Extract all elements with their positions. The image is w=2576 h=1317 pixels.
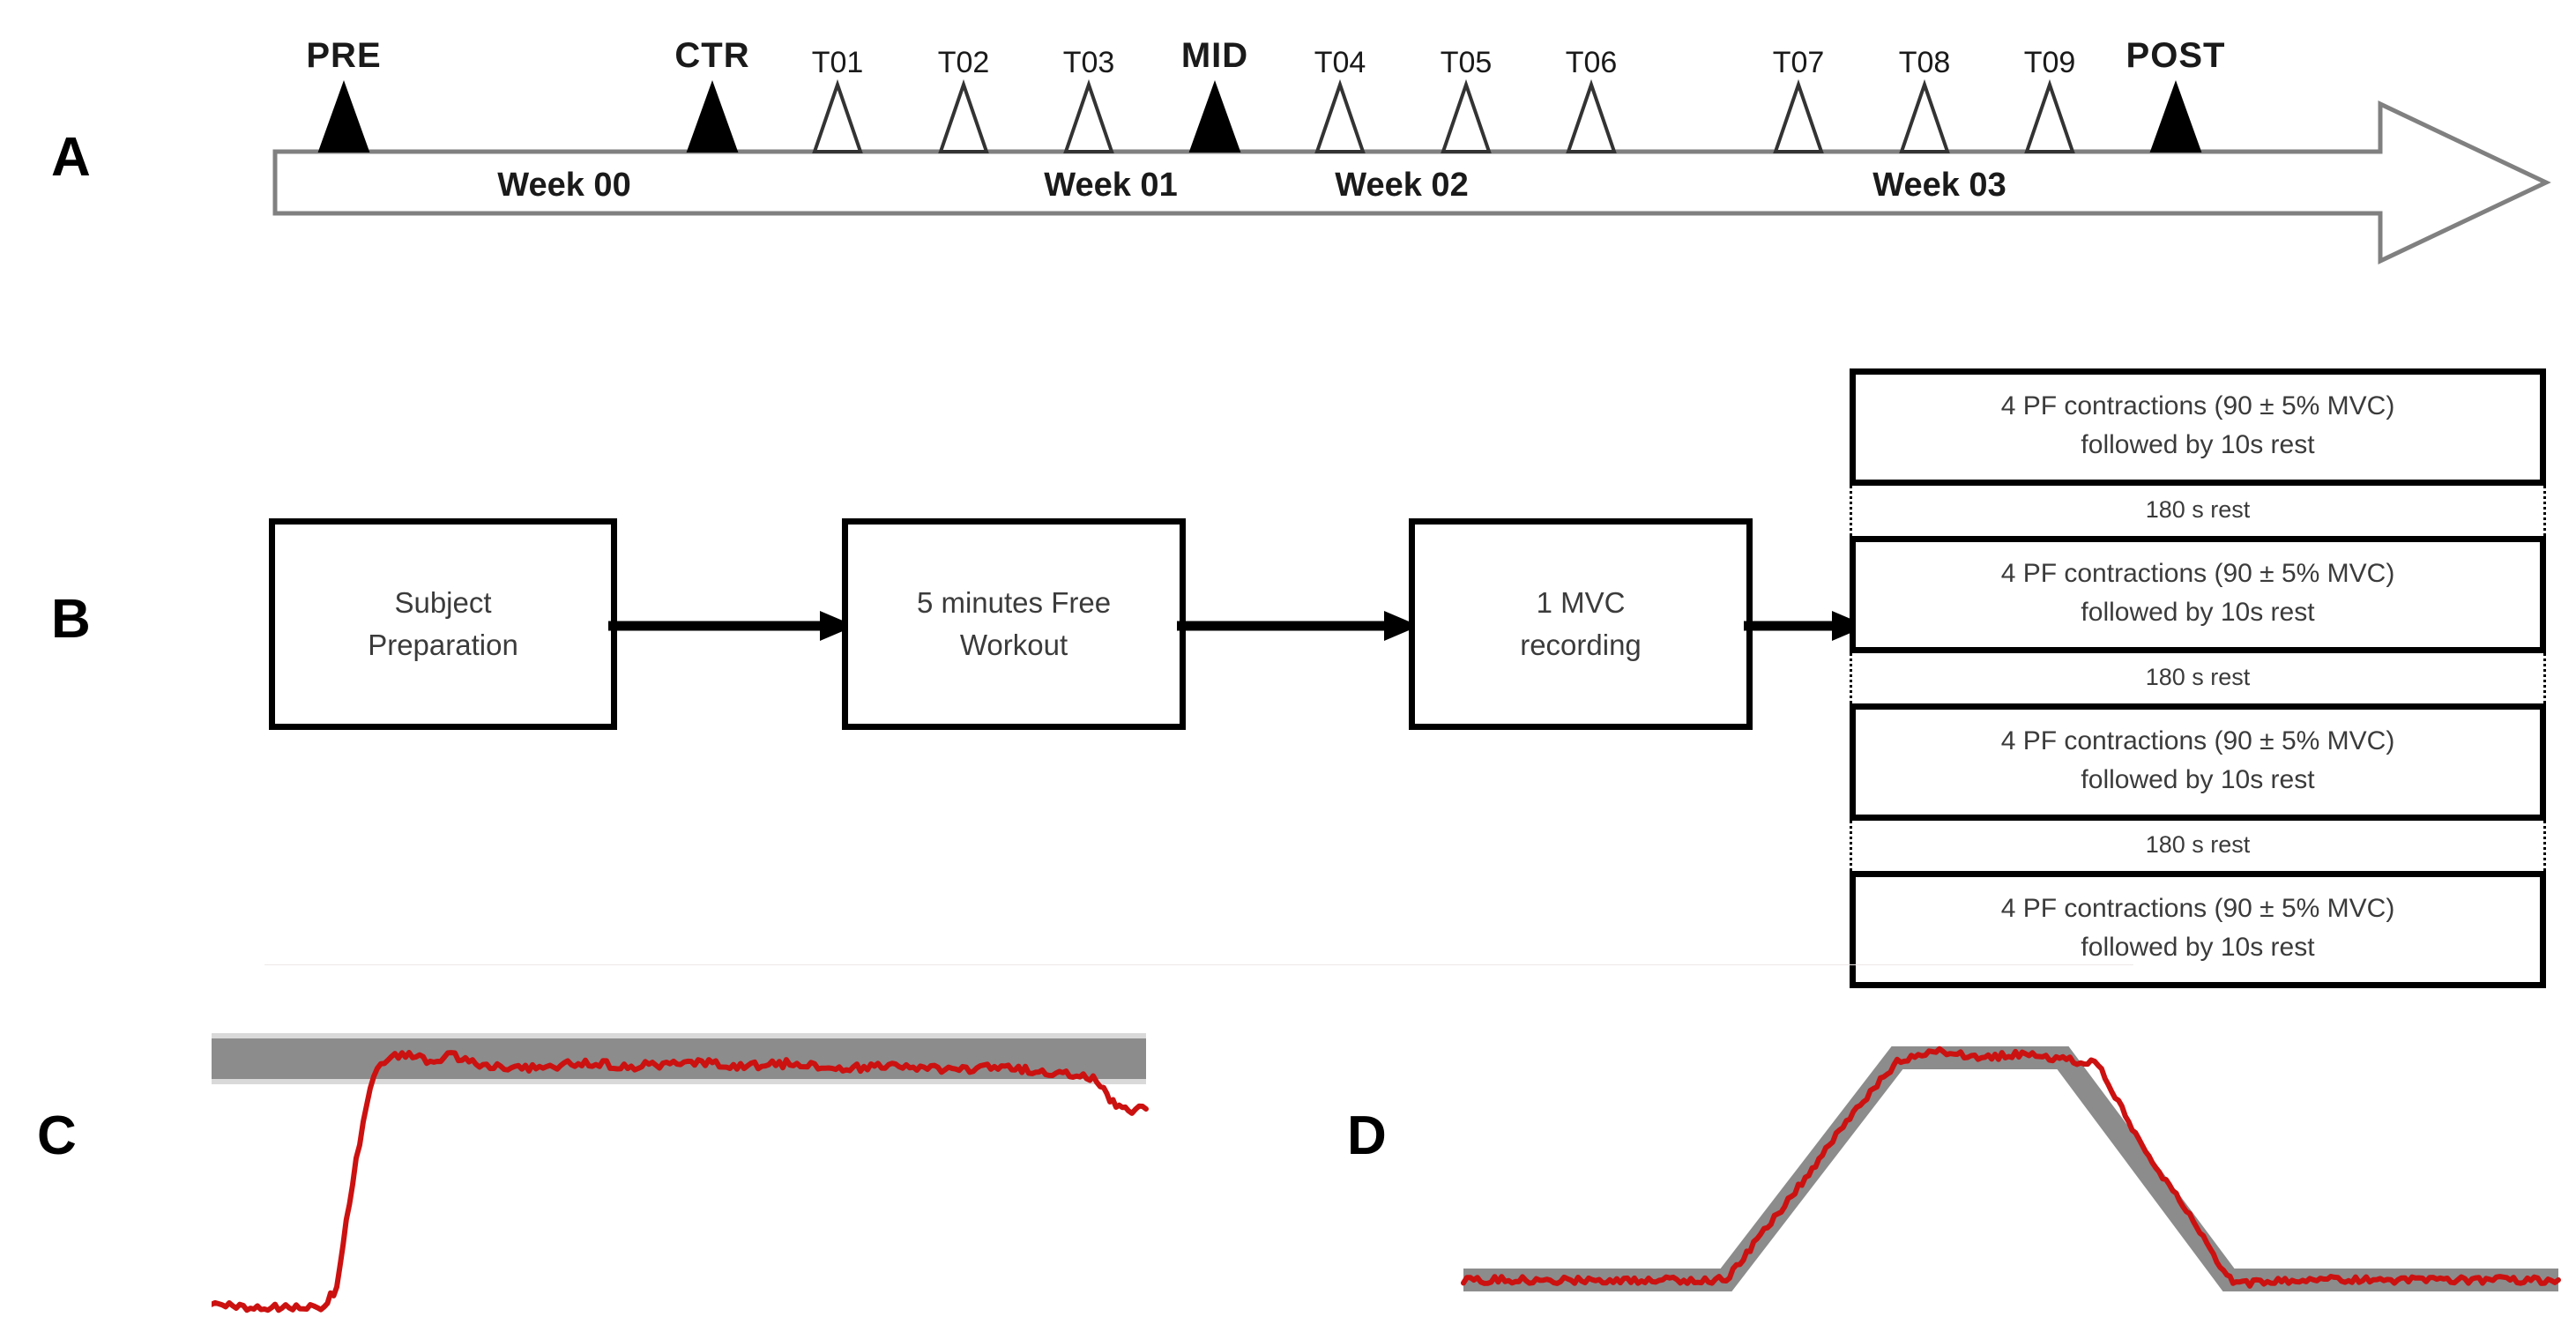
timeline-marker-label: T09 xyxy=(2024,46,2076,79)
flow-arrow-icon xyxy=(1177,611,1419,641)
panel-a-timeline: PRE CTR T01 T02 T03 MID T04 T05 T06 T07 T08 T09 POST… xyxy=(0,0,2576,291)
protocol-rest-row: 180 s rest xyxy=(1850,821,2546,871)
timeline-week-label: Week 02 xyxy=(1335,167,1468,204)
protocol-contraction-line: 4 PF contractions (90 ± 5% MVC) xyxy=(2000,391,2395,420)
target-band-edge-top xyxy=(212,1033,1146,1038)
timeline-markers: PRE CTR T01 T02 T03 MID T04 T05 T06 T07 T08 T09 POST xyxy=(306,36,2226,153)
timeline-week-label: Week 01 xyxy=(1044,167,1177,204)
timeline-marker-t09 xyxy=(2024,78,2075,153)
timeline-marker-pre xyxy=(317,80,370,153)
protocol-rest-row: 180 s rest xyxy=(1850,653,2546,703)
timeline-week-label: Week 00 xyxy=(497,167,630,204)
timeline-marker-ctr xyxy=(686,80,739,153)
target-band xyxy=(212,1038,1146,1079)
timeline-marker-label: CTR xyxy=(674,36,749,75)
protocol-contraction-line: 4 PF contractions (90 ± 5% MVC) xyxy=(2000,894,2395,923)
timeline-week-labels: Week 00 Week 01 Week 02 Week 03 xyxy=(497,167,2006,204)
protocol-contraction-line: followed by 10s rest xyxy=(2081,597,2315,627)
force-trace-c-graphic xyxy=(212,1033,1149,1313)
flow-step-subject-preparation: Subject Preparation xyxy=(269,518,617,730)
force-trace-d-graphic xyxy=(1461,1045,2561,1291)
target-template xyxy=(1463,1046,2558,1291)
timeline-marker-t05 xyxy=(1441,78,1492,153)
timeline-marker-label: T01 xyxy=(812,46,864,79)
protocol-stack: 4 PF contractions (90 ± 5% MVC) followed … xyxy=(1850,368,2546,988)
timeline-marker-label: T02 xyxy=(938,46,990,79)
protocol-contraction-line: followed by 10s rest xyxy=(2081,764,2315,794)
flow-step-line: Preparation xyxy=(368,629,518,661)
protocol-contraction-line: 4 PF contractions (90 ± 5% MVC) xyxy=(2000,726,2395,755)
flow-step-line: Subject xyxy=(394,586,492,620)
timeline-marker-post xyxy=(2149,80,2202,153)
target-band-edge-bottom xyxy=(212,1079,1146,1084)
timeline-marker-t03 xyxy=(1063,78,1114,153)
timeline-marker-mid xyxy=(1188,80,1241,153)
timeline-marker-label: PRE xyxy=(306,36,381,75)
flow-step-line: 1 MVC xyxy=(1536,586,1626,620)
protocol-contraction-block: 4 PF contractions (90 ± 5% MVC) followed … xyxy=(1850,703,2546,821)
timeline-marker-t06 xyxy=(1566,78,1617,153)
timeline-marker-label: T07 xyxy=(1773,46,1825,79)
timeline-week-label: Week 03 xyxy=(1872,167,2006,204)
panel-letter-b: B xyxy=(51,589,91,650)
panel-b-flowchart: Subject Preparation 5 minutes Free Worko… xyxy=(0,335,2576,988)
timeline-arrow-shape xyxy=(272,100,2551,264)
panel-divider xyxy=(264,964,2133,965)
timeline-marker-label: MID xyxy=(1181,36,1248,75)
protocol-contraction-block: 4 PF contractions (90 ± 5% MVC) followed … xyxy=(1850,368,2546,486)
protocol-contraction-block: 4 PF contractions (90 ± 5% MVC) followed … xyxy=(1850,536,2546,653)
timeline-marker-label: POST xyxy=(2126,36,2226,75)
protocol-contraction-line: followed by 10s rest xyxy=(2081,429,2315,459)
panel-d-trace xyxy=(1446,1023,2576,1317)
timeline-marker-label: T06 xyxy=(1566,46,1618,79)
flow-step-line: recording xyxy=(1520,629,1642,661)
panel-letter-c: C xyxy=(37,1105,77,1166)
panel-c-trace xyxy=(212,1023,1164,1317)
protocol-contraction-line: followed by 10s rest xyxy=(2081,932,2315,962)
panel-letter-a: A xyxy=(51,127,91,188)
timeline-graphic: PRE CTR T01 T02 T03 MID T04 T05 T06 T07 T08 T09 POST… xyxy=(272,36,2551,264)
flow-arrow-icon xyxy=(1744,611,1867,641)
force-signal-trace xyxy=(1461,1045,2561,1289)
flow-step-free-workout: 5 minutes Free Workout xyxy=(842,518,1186,730)
flow-step-line: 5 minutes Free xyxy=(916,586,1112,620)
force-signal-trace xyxy=(212,1050,1149,1313)
timeline-marker-t02 xyxy=(938,78,989,153)
timeline-marker-t01 xyxy=(812,78,863,153)
flow-step-line: Workout xyxy=(959,629,1068,661)
timeline-marker-t04 xyxy=(1314,78,1366,153)
timeline-marker-label: T05 xyxy=(1441,46,1493,79)
timeline-marker-label: T04 xyxy=(1314,46,1366,79)
timeline-marker-t07 xyxy=(1773,78,1824,153)
panel-letter-d: D xyxy=(1347,1105,1387,1166)
protocol-contraction-line: 4 PF contractions (90 ± 5% MVC) xyxy=(2000,559,2395,588)
timeline-marker-label: T03 xyxy=(1063,46,1115,79)
timeline-marker-label: T08 xyxy=(1899,46,1951,79)
timeline-marker-t08 xyxy=(1899,78,1950,153)
protocol-rest-row: 180 s rest xyxy=(1850,486,2546,536)
flow-step-mvc-recording: 1 MVC recording xyxy=(1409,518,1753,730)
flow-arrow-icon xyxy=(608,611,855,641)
protocol-contraction-block: 4 PF contractions (90 ± 5% MVC) followed … xyxy=(1850,871,2546,988)
